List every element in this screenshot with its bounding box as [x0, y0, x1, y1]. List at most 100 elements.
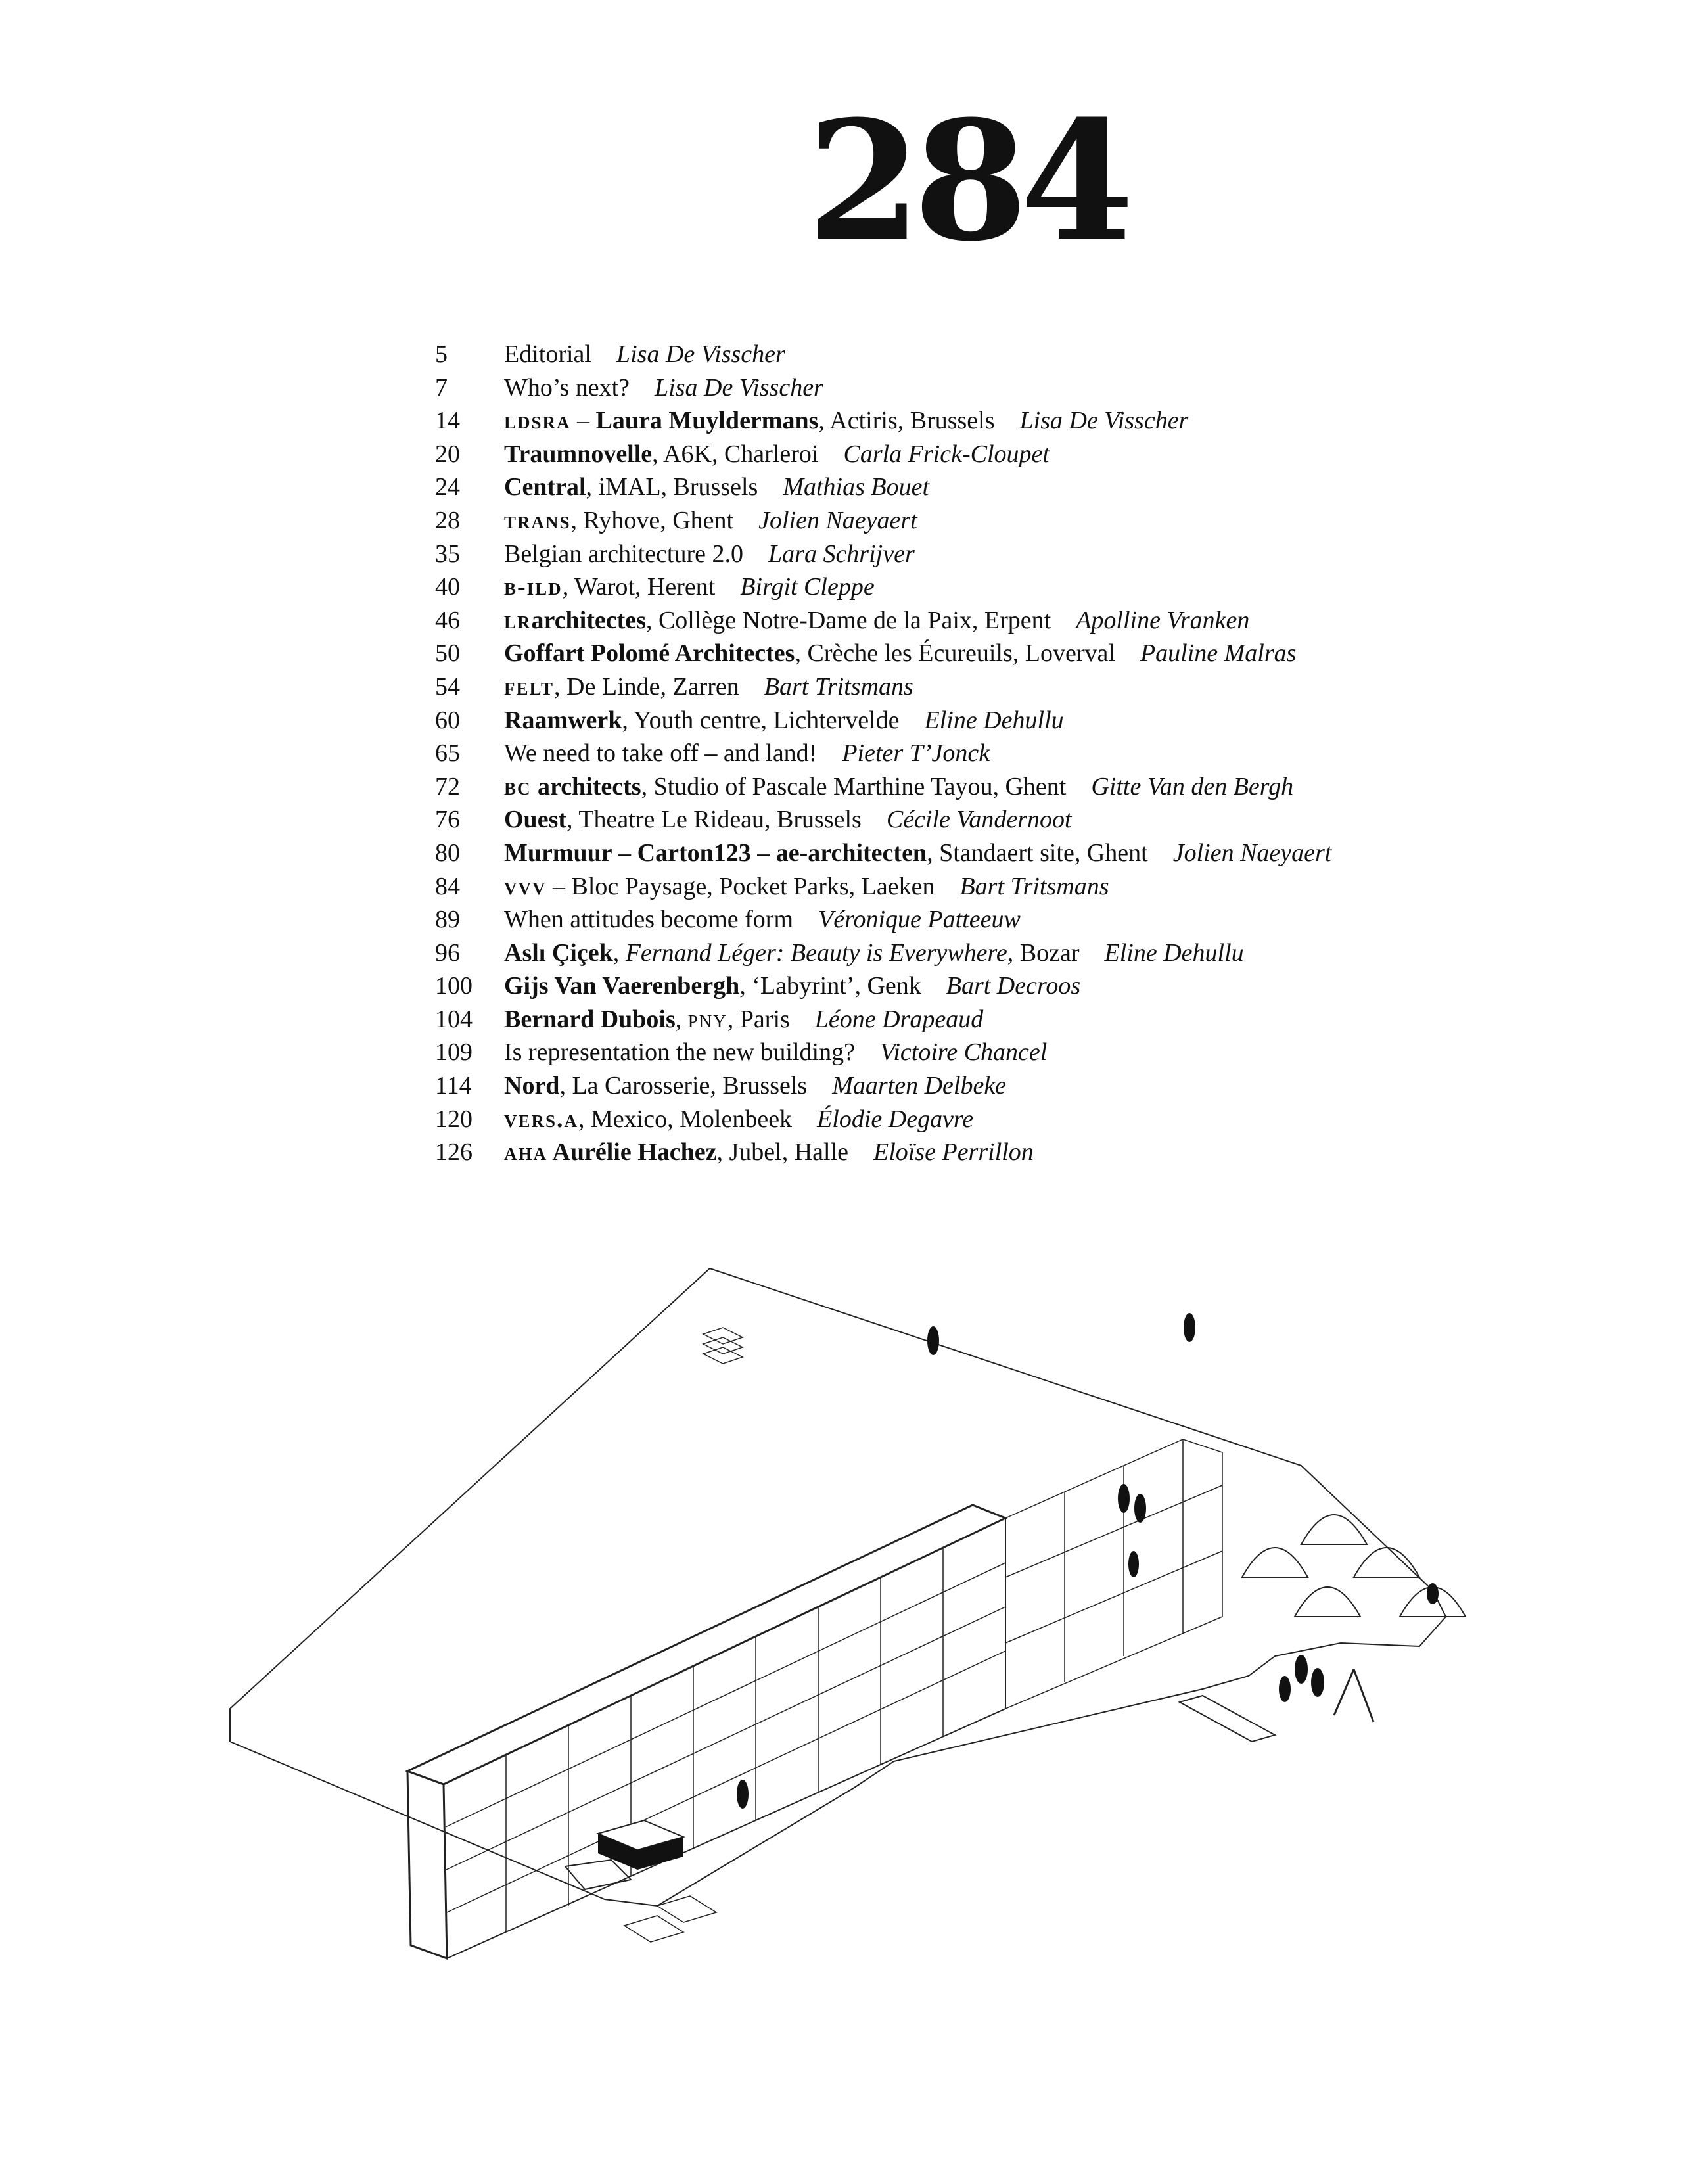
toc-title: b-ild, Warot, Herent	[504, 572, 715, 601]
toc-title: Goffart Polomé Architectes, Crèche les É…	[504, 639, 1115, 668]
toc-entry: 96 Aslı Çiçek, Fernand Léger: Beauty is E…	[435, 938, 1684, 972]
swing	[1333, 1669, 1375, 1723]
toc-title-part: architects	[531, 772, 641, 800]
toc-title-part: Traumnovelle	[504, 440, 653, 468]
toc-page-number: 114	[435, 1072, 472, 1100]
toc-title-part: , Ryhove, Ghent	[570, 506, 734, 534]
toc-title-part: vers.a	[504, 1105, 579, 1133]
people	[737, 1313, 1439, 1809]
toc-title: Traumnovelle, A6K, Charleroi	[504, 440, 818, 469]
toc-title-part: Nord	[504, 1072, 560, 1100]
toc-page-number: 28	[435, 506, 460, 534]
toc-title-part: Laura Muyldermans	[595, 407, 819, 435]
toc-title-part: –	[612, 839, 637, 867]
toc-title-part: Ouest	[504, 806, 566, 834]
building-roof	[405, 1504, 1008, 1786]
toc-author: Véronique Patteeuw	[818, 906, 1021, 934]
toc-entry: 100 Gijs Van Vaerenbergh, ‘Labyrint’, Gen…	[435, 971, 1684, 1005]
toc-title-part: Murmuur	[504, 839, 612, 867]
toc-title-part: Central	[504, 473, 586, 501]
toc-entry: 89 When attitudes become form Véronique Pa…	[435, 905, 1684, 938]
toc-title-part: Raamwerk	[504, 706, 622, 734]
toc-page-number: 120	[435, 1105, 473, 1133]
toc-title-part: Belgian architecture 2.0	[504, 540, 744, 568]
toc-author: Bart Decroos	[946, 972, 1081, 1000]
building-end	[406, 1769, 448, 1960]
toc-title-part: –	[570, 407, 596, 435]
toc-title-part: , Actiris, Brussels	[818, 407, 995, 435]
toc-title-part: Who’s next?	[504, 373, 630, 402]
toc-title: ldsra – Laura Muyldermans, Actiris, Brus…	[504, 406, 995, 435]
toc-author: Eline Dehullu	[924, 706, 1064, 734]
toc-title-part: , Collège Notre-Dame de la Paix, Erpent	[645, 606, 1051, 634]
toc-author: Lisa De Visscher	[616, 340, 785, 368]
toc-author: Jolien Naeyaert	[1172, 839, 1332, 867]
toc-title-part: felt	[504, 672, 555, 701]
toc-title-part: vvv	[504, 872, 547, 900]
toc-title: trans, Ryhove, Ghent	[504, 506, 733, 535]
toc-title: felt, De Linde, Zarren	[504, 672, 739, 701]
toc-title: vers.a, Mexico, Molenbeek	[504, 1105, 792, 1134]
picnic-table	[1178, 1694, 1277, 1743]
toc-author: Apolline Vranken	[1076, 606, 1250, 634]
toc-title-part: ae-architecten	[775, 839, 927, 867]
toc-title-part: Carton123	[637, 839, 751, 867]
toc-page-number: 20	[435, 440, 460, 468]
toc-title: Nord, La Carosserie, Brussels	[504, 1071, 807, 1100]
toc-title-part: aha	[504, 1138, 547, 1167]
toc-title-part: Bernard Dubois	[504, 1005, 676, 1033]
toc-page-number: 80	[435, 839, 460, 867]
toc-page-number: 126	[435, 1138, 473, 1167]
toc-page-number: 5	[435, 340, 448, 368]
toc-author: Bart Tritsmans	[959, 872, 1109, 900]
toc-title-part: , Youth centre, Lichtervelde	[622, 706, 900, 734]
toc-title: vvv – Bloc Paysage, Pocket Parks, Laeken	[504, 872, 935, 901]
toc-title: Aslı Çiçek, Fernand Léger: Beauty is Eve…	[504, 938, 1080, 967]
toc-title: Murmuur – Carton123 – ae-architecten, St…	[504, 839, 1148, 867]
toc-entry: 35 Belgian architecture 2.0 Lara Schrijver	[435, 540, 1684, 573]
toc-author: Carla Frick-Cloupet	[843, 440, 1050, 468]
toc-entry: 50 Goffart Polomé Architectes, Crèche les…	[435, 639, 1684, 672]
toc-title-part: Gijs Van Vaerenbergh	[504, 972, 740, 1000]
toc-title-part: Editorial	[504, 340, 591, 368]
toc-author: Eloïse Perrillon	[873, 1138, 1034, 1167]
toc-title: Who’s next?	[504, 373, 630, 402]
toc-title-part: , Theatre Le Rideau, Brussels	[566, 806, 862, 834]
toc-title: Gijs Van Vaerenbergh, ‘Labyrint’, Genk	[504, 971, 921, 1000]
toc-title: Belgian architecture 2.0	[504, 540, 743, 568]
toc-title-part: Fernand Léger: Beauty is Everywhere	[625, 938, 1007, 967]
toc-page-number: 104	[435, 1005, 473, 1033]
toc-page-number: 50	[435, 639, 460, 668]
toc-title-part: architectes	[531, 606, 646, 634]
toc-title-part: When attitudes become form	[504, 906, 794, 934]
toc-title: Editorial	[504, 340, 591, 369]
toc-title-part: ,	[675, 1005, 688, 1033]
toc-author: Lisa De Visscher	[1019, 407, 1189, 435]
toc-title-part: , Standaert site, Ghent	[927, 839, 1148, 867]
toc-page-number: 72	[435, 772, 460, 800]
toc-page-number: 40	[435, 573, 460, 601]
toc-title: We need to take off – and land!	[504, 739, 817, 768]
toc-title: When attitudes become form	[504, 905, 793, 934]
toc-title: Raamwerk, Youth centre, Lichtervelde	[504, 706, 900, 735]
site-outline	[229, 1267, 1447, 1907]
toc-author: Mathias Bouet	[783, 473, 930, 501]
toc-page-number: 35	[435, 540, 460, 568]
toc-author: Lara Schrijver	[768, 540, 915, 568]
toc-page-number: 96	[435, 938, 460, 967]
toc-author: Léone Drapeaud	[814, 1005, 984, 1033]
toc-title-part: – Bloc Paysage, Pocket Parks, Laeken	[546, 872, 935, 900]
toc-page-number: 89	[435, 906, 460, 934]
toc-page-number: 100	[435, 972, 473, 1000]
toc-title: bc architects, Studio of Pascale Marthin…	[504, 772, 1066, 801]
